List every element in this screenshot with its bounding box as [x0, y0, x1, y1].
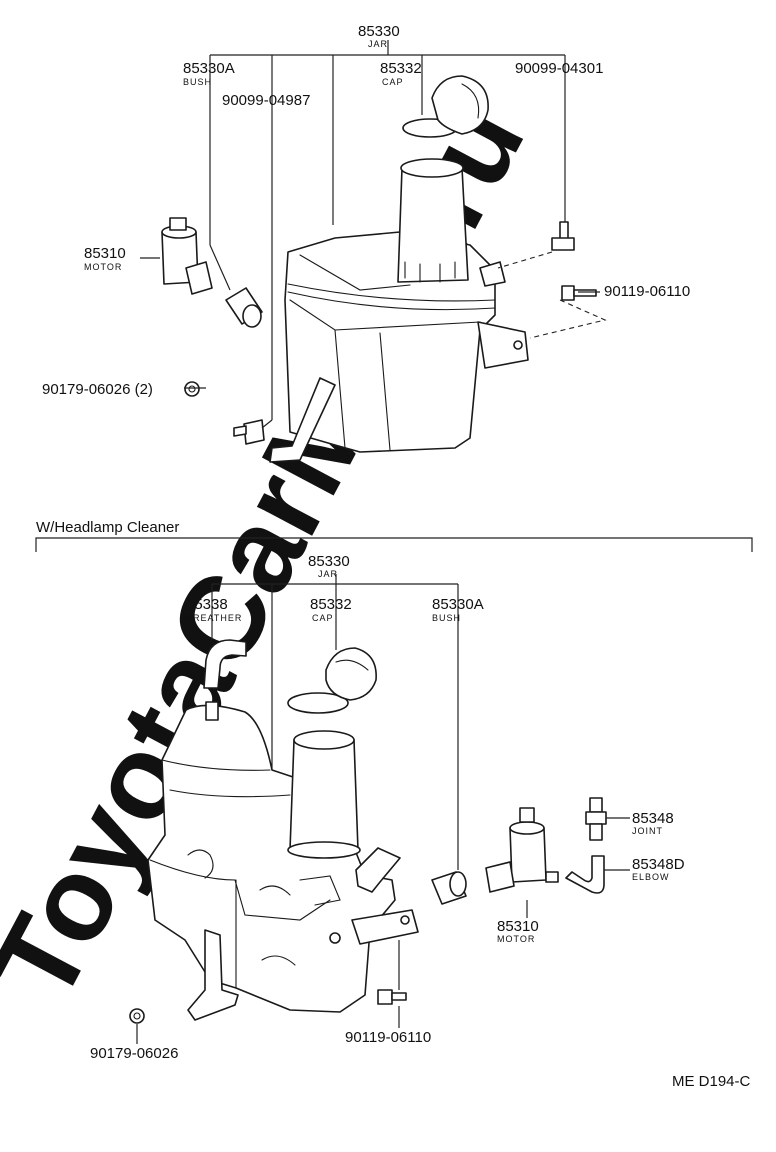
- top-jar-pn: 85330: [358, 23, 400, 40]
- bottom-assembly: 85330 JAR 85338 BREATHER 85332 CAP 85330…: [90, 553, 685, 1062]
- bottom-washer-jar: [147, 701, 419, 1021]
- bottom-breather-name: BREATHER: [186, 613, 242, 623]
- bottom-cap: [287, 647, 377, 714]
- top-assembly: 85330 JAR 85330A BUSH 85332 CAP 90099-04…: [42, 23, 690, 463]
- top-screw-b-pn: 90099-04301: [515, 60, 603, 77]
- reference-code: ME D194-C: [672, 1073, 751, 1090]
- top-bush-pn: 85330A: [183, 60, 235, 77]
- bottom-bush: [431, 871, 467, 905]
- top-cap-pn: 85332: [380, 60, 422, 77]
- bottom-jar-name: JAR: [318, 569, 338, 579]
- bottom-nut: [129, 1008, 145, 1024]
- bottom-breather: [203, 639, 247, 689]
- top-screw-b: [497, 221, 575, 269]
- top-motor: [161, 217, 213, 295]
- bottom-bush-pn: 85330A: [432, 596, 484, 613]
- bottom-motor: [485, 807, 559, 893]
- bottom-joint-pn: 85348: [632, 810, 674, 827]
- top-bolt: [529, 285, 607, 339]
- top-motor-pn: 85310: [84, 245, 126, 262]
- bottom-jar-pn: 85330: [308, 553, 350, 570]
- top-jar-name: JAR: [368, 39, 388, 49]
- bottom-elbow-pn: 85348D: [632, 856, 685, 873]
- bottom-joint: [585, 797, 607, 841]
- section-bracket: W/Headlamp Cleaner: [35, 519, 753, 552]
- bottom-bush-name: BUSH: [432, 613, 461, 623]
- top-motor-name: MOTOR: [84, 262, 122, 272]
- washer-jar: [269, 158, 529, 463]
- top-bush: [225, 287, 263, 328]
- bottom-motor-pn: 85310: [497, 918, 539, 935]
- top-cap: [402, 75, 489, 138]
- bottom-cap-name: CAP: [312, 613, 334, 623]
- top-nut-pn: 90179-06026 (2): [42, 381, 153, 398]
- top-bush-name: BUSH: [183, 77, 212, 87]
- section-label: W/Headlamp Cleaner: [36, 519, 179, 536]
- top-bolt-pn: 90119-06110: [604, 283, 690, 300]
- bottom-joint-name: JOINT: [632, 826, 663, 836]
- top-screw-a-pn: 90099-04987: [222, 92, 310, 109]
- bottom-elbow-name: ELBOW: [632, 872, 670, 882]
- bottom-motor-name: MOTOR: [497, 934, 535, 944]
- top-screw-a: [233, 419, 265, 445]
- top-cap-name: CAP: [382, 77, 404, 87]
- bottom-elbow: [565, 855, 605, 894]
- bottom-cap-pn: 85332: [310, 596, 352, 613]
- bottom-nut-pn: 90179-06026: [90, 1045, 178, 1062]
- bottom-bolt-pn: 90119-06110: [345, 1029, 431, 1046]
- bottom-bolt: [377, 989, 407, 1005]
- bottom-breather-pn: 85338: [186, 596, 228, 613]
- top-nut: [184, 381, 200, 397]
